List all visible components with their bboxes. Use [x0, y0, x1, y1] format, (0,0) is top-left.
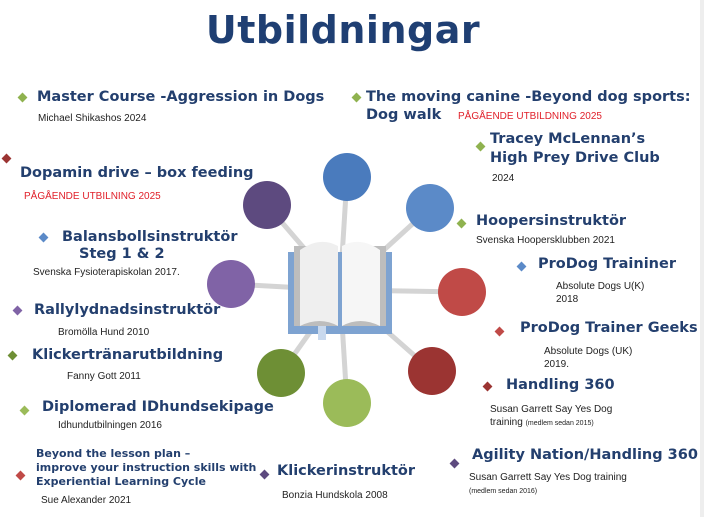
course-provider: Fanny Gott 2011	[67, 371, 141, 382]
book-icon	[288, 241, 392, 340]
scrollbar[interactable]	[700, 0, 704, 517]
course-title-line2: Dog walk	[366, 107, 442, 123]
ongoing-status: PÅGÅENDE UTBILDNING 2025	[458, 111, 602, 122]
circle-blue-right	[406, 184, 454, 232]
course-title: ProDog Traininer	[538, 256, 676, 272]
course-provider: Susan Garrett Say Yes Dog training	[469, 472, 627, 483]
membership-note: (medlem sedan 2016)	[469, 488, 538, 495]
membership-note: (medlem sedan 2015)	[525, 420, 594, 427]
course-title: Balansbollsinstruktör	[62, 229, 238, 245]
course-provider: Svenska Hoopersklubben 2021	[476, 235, 615, 246]
course-title: Klickertränarutbildning	[32, 347, 224, 363]
course-title-line2: improve your instruction skills with	[36, 461, 257, 474]
ongoing-status: PÅGÅENDE UTBILNING 2025	[24, 191, 161, 202]
circle-lightgreen	[323, 379, 371, 427]
course-title: Diplomerad IDhundsekipage	[42, 399, 274, 415]
course-year: 2019.	[544, 359, 570, 370]
course-provider: Bonzia Hundskola 2008	[282, 490, 388, 501]
circle-red-right	[438, 268, 486, 316]
course-provider: Bromölla Hund 2010	[58, 327, 150, 338]
course-title: Handling 360	[506, 377, 615, 393]
course-title-line2: Steg 1 & 2	[79, 246, 165, 262]
course-title: Dopamin drive – box feeding	[20, 165, 254, 181]
course-title: ProDog Trainer Geeks	[520, 320, 698, 336]
course-title: Klickerinstruktör	[277, 463, 416, 479]
course-provider: Michael Shikashos 2024	[38, 113, 147, 124]
course-title: The moving canine -Beyond dog sports:	[366, 89, 691, 105]
course-title-line2: High Prey Drive Club	[490, 150, 660, 166]
course-provider-line2: training	[490, 417, 523, 428]
course-provider: Susan Garrett Say Yes Dog	[490, 404, 613, 415]
circle-purple	[207, 260, 255, 308]
course-provider: 2024	[492, 173, 515, 184]
course-provider: Sue Alexander 2021	[41, 495, 132, 506]
course-provider: Svenska Fysioterapiskolan 2017.	[33, 267, 180, 278]
course-provider: Absolute Dogs (UK)	[544, 346, 633, 357]
circle-green	[257, 349, 305, 397]
course-title: Agility Nation/Handling 360	[472, 447, 698, 463]
page-title: Utbildningar	[205, 8, 481, 52]
course-title: Master Course -Aggression in Dogs	[37, 89, 325, 105]
course-year: 2018	[556, 294, 579, 305]
course-title: Hoopersinstruktör	[476, 213, 627, 229]
course-title: Tracey McLennan’s	[490, 131, 646, 147]
course-title: Beyond the lesson plan –	[36, 447, 191, 460]
course-provider: Absolute Dogs U(K)	[556, 281, 645, 292]
circle-darkred	[408, 347, 456, 395]
circle-darkpurple	[243, 181, 291, 229]
course-title: Rallylydnadsinstruktör	[34, 302, 221, 318]
course-title-line3: Experiential Learning Cycle	[36, 475, 206, 488]
circle-blue-top	[323, 153, 371, 201]
course-provider: Idhundutbilningen 2016	[58, 420, 162, 431]
